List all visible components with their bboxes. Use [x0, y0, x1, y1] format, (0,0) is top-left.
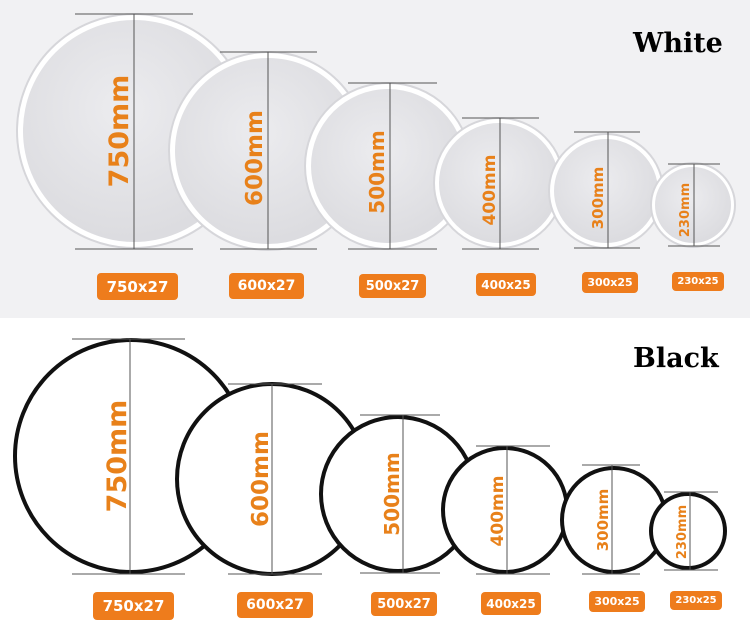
black-badge-400: 400x25 [481, 592, 541, 615]
black-badge-230: 230x25 [670, 591, 722, 610]
section-title-black: Black [633, 343, 719, 374]
black-label-400: 400mm [488, 476, 508, 547]
black-mirror-230: 230mm [649, 491, 727, 571]
black-label-750: 750mm [102, 400, 133, 513]
white-badge-500: 500x27 [359, 274, 426, 298]
white-mirrors-drawing: 750mm 600mm 500mm 400mm 300mm [16, 13, 736, 251]
section-divider [0, 318, 750, 334]
black-badge-300: 300x25 [589, 591, 645, 612]
white-mirror-500: 500mm [304, 82, 472, 250]
white-label-500: 500mm [365, 130, 389, 213]
white-label-750: 750mm [104, 75, 135, 188]
black-label-230: 230mm [675, 505, 690, 559]
white-label-600: 600mm [242, 110, 268, 206]
black-badge-750: 750x27 [93, 592, 174, 620]
black-mirrors-drawing: 750mm 600mm 500mm 400mm 300mm 230mm [13, 338, 727, 576]
white-badge-600: 600x27 [229, 273, 304, 299]
black-label-500: 500mm [380, 452, 404, 535]
black-badge-500: 500x27 [371, 592, 437, 616]
white-mirror-750: 750mm [16, 13, 252, 250]
white-badge-400: 400x25 [476, 273, 536, 296]
white-mirror-400: 400mm [433, 117, 565, 250]
black-mirror-400: 400mm [441, 445, 569, 575]
black-badge-600: 600x27 [237, 592, 313, 618]
white-mirror-230: 230mm [650, 162, 736, 248]
white-mirror-300: 300mm [548, 131, 664, 249]
black-mirror-500: 500mm [319, 414, 477, 574]
white-badge-750: 750x27 [97, 273, 178, 300]
black-label-300: 300mm [594, 489, 612, 552]
section-title-white: White [633, 28, 723, 59]
white-label-300: 300mm [589, 167, 607, 230]
white-badge-300: 300x25 [582, 272, 638, 293]
black-label-600: 600mm [248, 431, 274, 527]
white-label-230: 230mm [678, 183, 693, 237]
black-mirror-300: 300mm [560, 464, 668, 575]
white-badge-230: 230x25 [672, 272, 724, 291]
white-label-400: 400mm [480, 155, 500, 226]
